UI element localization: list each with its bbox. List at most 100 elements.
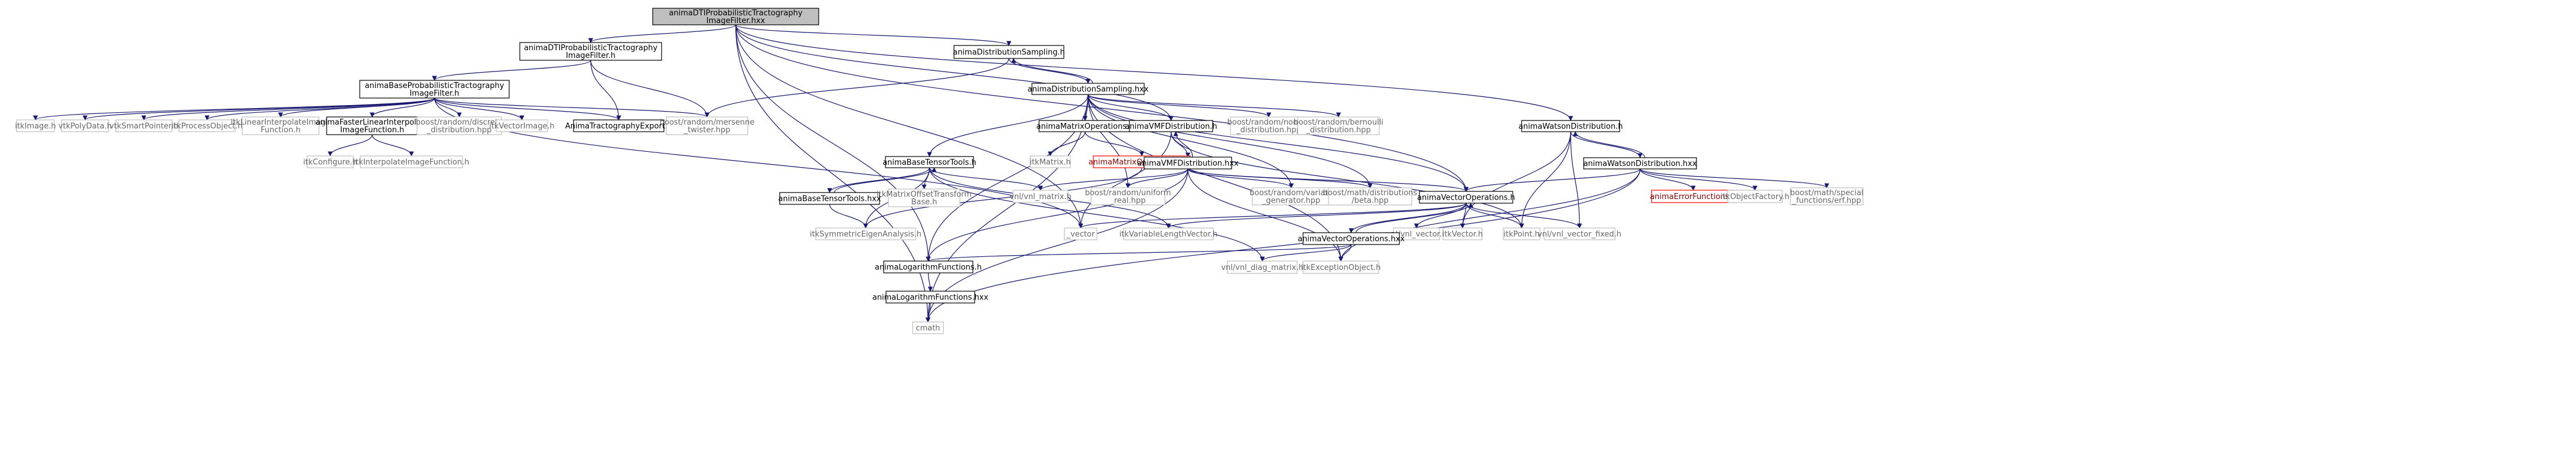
node-uniform-real[interactable]: boost/random/uniform_real.hpp: [1085, 187, 1171, 206]
node-itk-exception-object[interactable]: itkExceptionObject.h: [1301, 260, 1381, 274]
node-vtk-poly-data[interactable]: vtkPolyData.h: [58, 119, 112, 132]
node-box-erf-hpp[interactable]: [1790, 187, 1864, 206]
node-box-watson-dist-hxx[interactable]: [1583, 157, 1697, 170]
node-vtk-smart-pointer[interactable]: vtkSmartPointer.h: [109, 119, 178, 132]
node-error-functions-h[interactable]: animaErrorFunctions.h: [1650, 190, 1737, 203]
node-box-bernoulli-dist[interactable]: [1297, 116, 1380, 135]
edge-vector-ops-h-to-vector-std: [1078, 203, 1467, 229]
node-box-itk-object-factory[interactable]: [1727, 190, 1783, 203]
node-watson-dist-hxx[interactable]: animaWatsonDistribution.hxx: [1583, 157, 1697, 170]
node-base-tensor-tools-hxx[interactable]: animaBaseTensorTools.hxx: [779, 192, 881, 205]
node-box-variate-gen[interactable]: [1252, 187, 1331, 206]
node-box-mersenne[interactable]: [666, 116, 748, 135]
node-label-erf-hpp: _functions/erf.hpp: [1792, 197, 1861, 206]
node-box-vector-ops-h[interactable]: [1419, 191, 1513, 204]
node-box-base-tensor-tools-hxx[interactable]: [779, 192, 880, 205]
node-box-itk-process-object[interactable]: [178, 119, 236, 132]
node-vnl-vector[interactable]: vnl/vnl_vector.h: [1386, 227, 1447, 240]
node-erf-hpp[interactable]: boost/math/special_functions/erf.hpp: [1790, 187, 1864, 206]
node-box-itk-sym-eigen[interactable]: [815, 227, 916, 240]
node-itk-configure[interactable]: itkConfigure.h: [303, 155, 357, 168]
node-vnl-matrix[interactable]: vnl/vnl_matrix.h: [1009, 190, 1072, 203]
node-box-vnl-diag-matrix[interactable]: [1227, 260, 1298, 274]
node-box-cmath[interactable]: [912, 321, 944, 334]
node-vnl-vector-fixed[interactable]: vnl/vnl_vector_fixed.h: [1538, 227, 1621, 240]
node-label-normal-dist: boost/random/normal: [1227, 118, 1311, 127]
node-cmath[interactable]: cmath: [912, 321, 944, 334]
node-box-itk-exception-object[interactable]: [1302, 260, 1379, 274]
node-box-itk-matrix-offset[interactable]: [888, 188, 960, 207]
node-vnl-diag-matrix[interactable]: vnl/vnl_diag_matrix.h: [1221, 260, 1304, 274]
node-itk-matrix[interactable]: itkMatrix.h: [1030, 155, 1071, 168]
node-log-rm-hxx[interactable]: animaLogarithmFunctions.hxx: [872, 291, 989, 304]
node-box-uniform-real[interactable]: [1090, 187, 1165, 206]
node-label-itk-sym-eigen: itkSymmetricEigenAnalysis.h: [810, 230, 921, 239]
node-vmf-dist-hxx[interactable]: animaVMFDistribution.hxx: [1137, 157, 1239, 170]
node-box-vtk-smart-pointer[interactable]: [115, 119, 172, 132]
node-box-itk-interp-image-func[interactable]: [360, 155, 463, 168]
node-box-root[interactable]: [652, 8, 819, 25]
node-tract-export[interactable]: AnimaTractographyExport.h: [565, 119, 673, 132]
node-label-discrete-dist: boost/random/discrete: [416, 118, 503, 127]
node-vector-std[interactable]: _vector: [1064, 227, 1098, 240]
node-box-itk-configure[interactable]: [307, 155, 354, 168]
node-dist-sampling-h[interactable]: animaDistributionSampling.h: [953, 45, 1065, 59]
node-mersenne[interactable]: boost/random/mersenne_twister.hpp: [660, 116, 754, 135]
edge-watson-dist-h-to-watson-dist-hxx: [1570, 131, 1643, 158]
node-box-log-rm-h[interactable]: [883, 260, 973, 273]
node-box-faster-linear-interp[interactable]: [326, 116, 418, 135]
node-root[interactable]: animaDTIProbabilisticTractographyImageFi…: [652, 8, 819, 25]
node-box-vmf-dist-hxx[interactable]: [1144, 157, 1232, 170]
node-box-vnl-vector-fixed[interactable]: [1543, 227, 1616, 240]
node-box-dti-filter-h[interactable]: [519, 42, 662, 61]
node-beta-hpp[interactable]: boost/math/distributions/beta.hpp: [1323, 187, 1418, 206]
node-box-dist-sampling-hxx[interactable]: [1031, 83, 1145, 95]
node-box-itk-vector[interactable]: [1442, 227, 1483, 240]
node-box-itk-point[interactable]: [1503, 227, 1541, 240]
node-itk-vector-image[interactable]: itkVectorImage.h: [489, 119, 555, 132]
node-box-itk-var-len-vector[interactable]: [1123, 227, 1214, 240]
node-box-log-rm-hxx[interactable]: [885, 291, 975, 304]
node-base-filter-h[interactable]: animaBaseProbabilisticTractographyImageF…: [359, 80, 510, 99]
node-dti-filter-h[interactable]: animaDTIProbabilisticTractographyImageFi…: [519, 42, 662, 61]
node-box-dist-sampling-h[interactable]: [953, 45, 1064, 59]
node-itk-vector[interactable]: itkVector.h: [1442, 227, 1483, 240]
node-itk-sym-eigen[interactable]: itkSymmetricEigenAnalysis.h: [810, 227, 921, 240]
node-label-itk-var-len-vector: itkVariableLengthVector.h: [1119, 230, 1217, 239]
node-bernoulli-dist[interactable]: boost/random/bernoulli_distribution.hpp: [1294, 116, 1383, 135]
node-box-itk-image[interactable]: [16, 119, 55, 132]
node-vector-ops-hxx[interactable]: animaVectorOperations.hxx: [1298, 232, 1405, 245]
node-vector-ops-h[interactable]: animaVectorOperations.h: [1417, 191, 1515, 204]
node-box-vector-ops-hxx[interactable]: [1302, 232, 1400, 245]
node-box-itk-vector-image[interactable]: [496, 119, 548, 132]
node-itk-point[interactable]: itkPoint.h: [1503, 227, 1541, 240]
node-vmf-dist-h[interactable]: animaVMFDistribution.h: [1125, 120, 1217, 132]
node-box-base-filter-h[interactable]: [359, 80, 510, 99]
node-box-vector-std[interactable]: [1064, 227, 1098, 240]
node-dist-sampling-hxx[interactable]: animaDistributionSampling.hxx: [1028, 83, 1149, 95]
node-faster-linear-interp[interactable]: animaFasterLinearInterpolateImageFunctio…: [315, 116, 429, 135]
node-watson-dist-h[interactable]: animaWatsonDistribution.h: [1519, 120, 1623, 132]
node-box-vtk-poly-data[interactable]: [61, 119, 109, 132]
node-box-watson-dist-h[interactable]: [1521, 120, 1620, 132]
node-itk-interp-image-func[interactable]: itkInterpolateImageFunction.h: [353, 155, 470, 168]
node-variate-gen[interactable]: boost/random/variate_generator.hpp: [1250, 187, 1333, 206]
node-box-vnl-matrix[interactable]: [1012, 190, 1069, 203]
node-box-vmf-dist-h[interactable]: [1129, 120, 1213, 132]
node-box-itk-matrix[interactable]: [1030, 155, 1071, 168]
node-discrete-dist[interactable]: boost/random/discrete_distribution.hpp: [416, 116, 503, 135]
node-matrix-ops-h[interactable]: animaMatrixOperations.h: [1036, 120, 1134, 132]
node-box-itk-linear-interp[interactable]: [242, 116, 320, 135]
node-box-discrete-dist[interactable]: [416, 116, 502, 135]
node-itk-process-object[interactable]: itkProcessObject.h: [171, 119, 243, 132]
node-itk-image[interactable]: itkImage.h: [15, 119, 56, 132]
node-log-rm-h[interactable]: animaLogarithmFunctions.h: [875, 260, 982, 273]
node-base-tensor-tools-h[interactable]: animaBaseTensorTools.h: [882, 156, 976, 168]
node-box-base-tensor-tools-h[interactable]: [885, 156, 974, 168]
node-itk-object-factory[interactable]: itkObjectFactory.h: [1721, 190, 1790, 203]
node-itk-var-len-vector[interactable]: itkVariableLengthVector.h: [1119, 227, 1217, 240]
node-box-beta-hpp[interactable]: [1328, 187, 1412, 206]
node-box-tract-export[interactable]: [573, 119, 665, 132]
